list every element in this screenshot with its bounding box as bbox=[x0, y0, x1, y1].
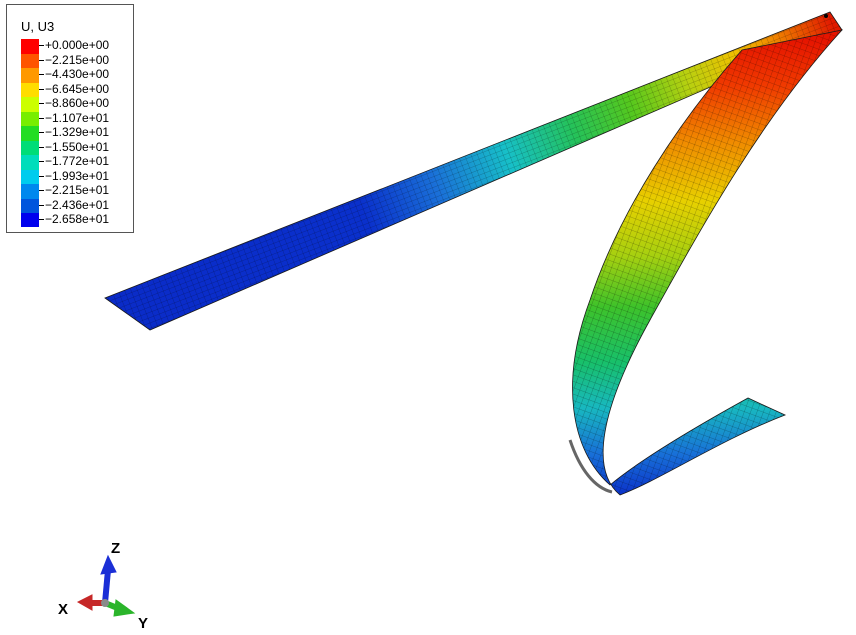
legend-entry: −2.215e+00 bbox=[21, 52, 133, 69]
legend-entry: −2.215e+01 bbox=[21, 183, 133, 199]
legend-tick bbox=[39, 59, 44, 61]
x-axis-label: X bbox=[58, 601, 69, 618]
legend-color-swatch bbox=[21, 155, 39, 170]
legend-tick bbox=[39, 219, 44, 220]
legend-value: −2.215e+01 bbox=[45, 183, 110, 197]
legend-tick bbox=[39, 117, 44, 119]
legend-value: −1.550e+01 bbox=[45, 139, 110, 154]
legend-value: −1.329e+01 bbox=[45, 125, 110, 139]
legend-value: −1.107e+01 bbox=[45, 110, 110, 125]
legend-entry: −1.550e+01 bbox=[21, 139, 133, 156]
legend-tick bbox=[39, 103, 44, 104]
legend-tick bbox=[39, 190, 44, 191]
legend-value: −2.658e+01 bbox=[45, 212, 110, 226]
legend-entry: −6.645e+00 bbox=[21, 81, 133, 98]
legend-color-swatch bbox=[21, 97, 39, 112]
legend-entry: −2.436e+01 bbox=[21, 197, 133, 214]
legend-color-swatch bbox=[21, 198, 39, 214]
legend-color-swatch bbox=[21, 111, 39, 127]
legend-value: −8.860e+00 bbox=[45, 96, 110, 110]
legend-entry: −1.772e+01 bbox=[21, 154, 133, 170]
y-axis-label: Y bbox=[138, 615, 149, 632]
strip-curled-section bbox=[568, 29, 844, 496]
legend-entry: −1.107e+01 bbox=[21, 110, 133, 127]
legend-color-swatch bbox=[21, 82, 39, 98]
legend-color-swatch bbox=[21, 213, 39, 227]
legend-entry: −2.658e+01 bbox=[21, 213, 133, 227]
legend-entry: +0.000e+00 bbox=[21, 38, 133, 54]
legend-color-swatch bbox=[21, 53, 39, 69]
legend-color-swatch bbox=[21, 140, 39, 156]
legend-entry: −1.993e+01 bbox=[21, 168, 133, 185]
legend-color-swatch bbox=[21, 68, 39, 83]
legend-tick bbox=[39, 88, 44, 90]
strip-end-node bbox=[824, 14, 828, 18]
legend-tick bbox=[39, 74, 44, 75]
legend-value: −6.645e+00 bbox=[45, 81, 110, 96]
legend-tick bbox=[39, 161, 44, 162]
legend-color-swatch bbox=[21, 184, 39, 199]
legend-title: U, U3 bbox=[21, 19, 55, 34]
legend-value: −1.772e+01 bbox=[45, 154, 110, 168]
legend-color-swatch bbox=[21, 39, 39, 54]
legend-value: −1.993e+01 bbox=[45, 168, 110, 183]
legend-tick bbox=[39, 175, 44, 177]
legend-value: +0.000e+00 bbox=[45, 38, 110, 52]
legend-tick bbox=[39, 45, 44, 46]
legend-value: −2.215e+00 bbox=[45, 52, 110, 67]
legend-entry: −1.329e+01 bbox=[21, 125, 133, 141]
legend-value: −4.430e+00 bbox=[45, 67, 110, 81]
legend-color-swatch bbox=[21, 169, 39, 185]
legend-tick bbox=[39, 204, 44, 206]
z-axis-arrow bbox=[100, 554, 117, 604]
legend-color-swatch bbox=[21, 126, 39, 141]
coordinate-triad: Z X Y bbox=[50, 530, 170, 632]
legend-tick bbox=[39, 132, 44, 133]
y-axis-arrow bbox=[103, 599, 136, 617]
legend-entry: −4.430e+00 bbox=[21, 67, 133, 83]
z-axis-label: Z bbox=[111, 540, 121, 557]
legend-tick bbox=[39, 146, 44, 148]
x-axis-arrow bbox=[76, 594, 105, 611]
legend-value: −2.436e+01 bbox=[45, 197, 110, 212]
contour-legend: U, U3 +0.000e+00−2.215e+00−4.430e+00−6.6… bbox=[6, 4, 134, 233]
legend-entry: −8.860e+00 bbox=[21, 96, 133, 112]
